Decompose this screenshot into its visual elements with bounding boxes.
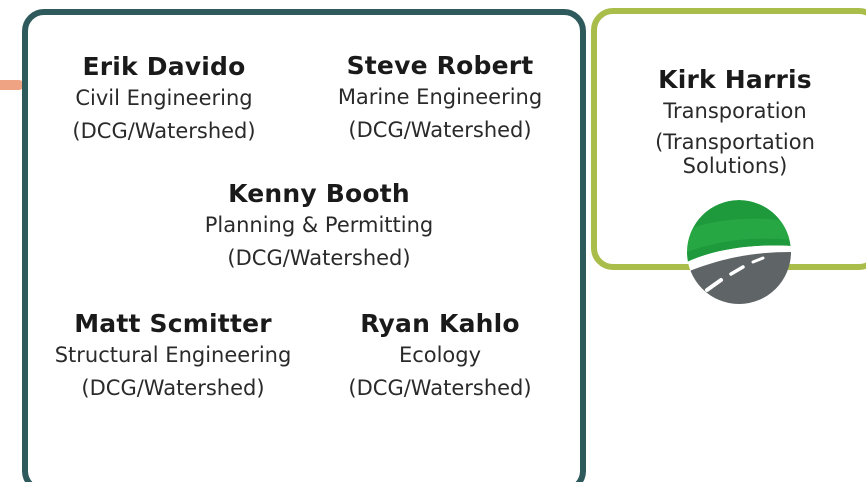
- person-name: Matt Scmitter: [74, 309, 272, 338]
- person-org: (DCG/Watershed): [348, 118, 532, 142]
- person-card-erik-davido: Erik Davido Civil Engineering (DCG/Water…: [72, 52, 255, 148]
- road-logo-icon: [687, 200, 791, 304]
- person-card-ryan-kahlo: Ryan Kahlo Ecology (DCG/Watershed): [348, 309, 531, 405]
- partner-name: Kirk Harris: [658, 65, 812, 94]
- person-role: Marine Engineering: [337, 85, 543, 109]
- partner-org-line1: (Transportation: [655, 130, 815, 154]
- person-role: Structural Engineering: [54, 343, 292, 367]
- partner-role: Transporation: [663, 99, 807, 123]
- person-org: (DCG/Watershed): [81, 376, 265, 400]
- person-org: (DCG/Watershed): [348, 376, 532, 400]
- person-org: (DCG/Watershed): [72, 119, 256, 143]
- person-name: Steve Robert: [346, 51, 534, 80]
- partner-org-line2: Solutions): [682, 154, 788, 178]
- person-name: Ryan Kahlo: [360, 309, 520, 338]
- person-card-kenny-booth: Kenny Booth Planning & Permitting (DCG/W…: [205, 179, 434, 275]
- person-role: Civil Engineering: [75, 86, 253, 110]
- person-name: Erik Davido: [82, 52, 246, 81]
- person-name: Kenny Booth: [228, 179, 410, 208]
- person-role: Ecology: [398, 343, 482, 367]
- person-card-matt-scmitter: Matt Scmitter Structural Engineering (DC…: [55, 309, 292, 405]
- person-card-steve-robert: Steve Robert Marine Engineering (DCG/Wat…: [338, 51, 542, 147]
- partner-card-kirk-harris: Kirk Harris Transporation (Transportatio…: [655, 65, 815, 178]
- team-box: [22, 9, 586, 482]
- person-role: Planning & Permitting: [204, 213, 434, 237]
- connector-line: [0, 80, 24, 90]
- person-org: (DCG/Watershed): [227, 246, 411, 270]
